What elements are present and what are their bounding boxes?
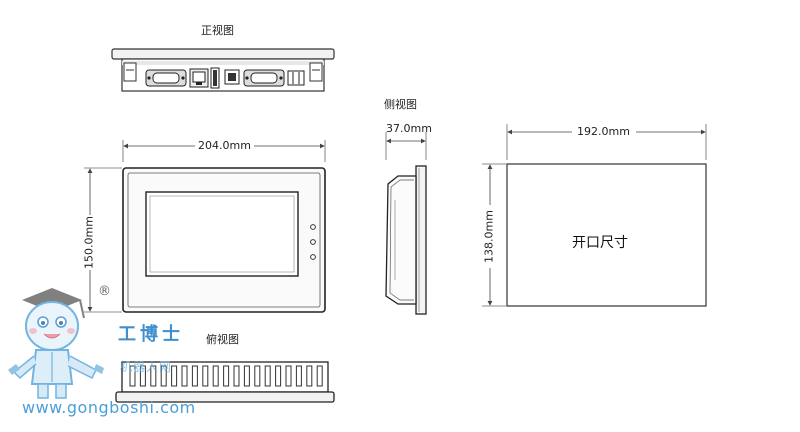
vent-slot: [212, 365, 219, 387]
vent-slot: [264, 365, 271, 387]
front-view-title: 正视图: [201, 24, 234, 37]
width-dimension: 204.0mm: [198, 139, 251, 152]
top-view: [115, 361, 335, 403]
db9-port-right: [243, 69, 285, 87]
watermark-mascot: [8, 288, 104, 399]
vent-slot: [316, 365, 323, 387]
vent-slot: [181, 365, 188, 387]
vent-slot: [223, 365, 230, 387]
side-view-title: 侧视图: [384, 98, 417, 111]
registered-mark: ®: [98, 284, 111, 299]
vent-slot: [306, 365, 313, 387]
watermark-sub: 机器人网: [120, 360, 173, 374]
depth-dimension: 37.0mm: [386, 122, 432, 135]
vent-slot: [129, 365, 136, 387]
side-view: [385, 132, 427, 315]
vent-slot: [285, 365, 292, 387]
top-view-title: 俯视图: [206, 333, 239, 346]
vent-slot: [171, 365, 178, 387]
vent-slot: [243, 365, 250, 387]
watermark-url: www.gongboshi.com: [22, 398, 196, 417]
vent-slot: [191, 365, 198, 387]
vent-slot: [233, 365, 240, 387]
ethernet-port: [189, 68, 209, 88]
vent-slot: [202, 365, 209, 387]
usb-b-port: [224, 69, 240, 85]
front-view: [111, 48, 335, 92]
vent-slot: [150, 365, 157, 387]
cutout-width-dimension: 192.0mm: [577, 125, 630, 138]
vent-slot: [275, 365, 282, 387]
vent-slot: [254, 365, 261, 387]
height-dimension: 150.0mm: [82, 216, 96, 269]
db9-port-left: [145, 69, 187, 87]
vent-slot: [295, 365, 302, 387]
cutout-label: 开口尺寸: [572, 235, 628, 251]
vent-slot: [139, 365, 146, 387]
usb-a-port: [210, 67, 220, 89]
panel-front-view: [84, 140, 326, 313]
cutout-height-dimension: 138.0mm: [482, 210, 496, 263]
watermark-brand: 工博士: [118, 324, 184, 345]
vent-slot: [160, 365, 167, 387]
cutout-view: [482, 124, 707, 307]
